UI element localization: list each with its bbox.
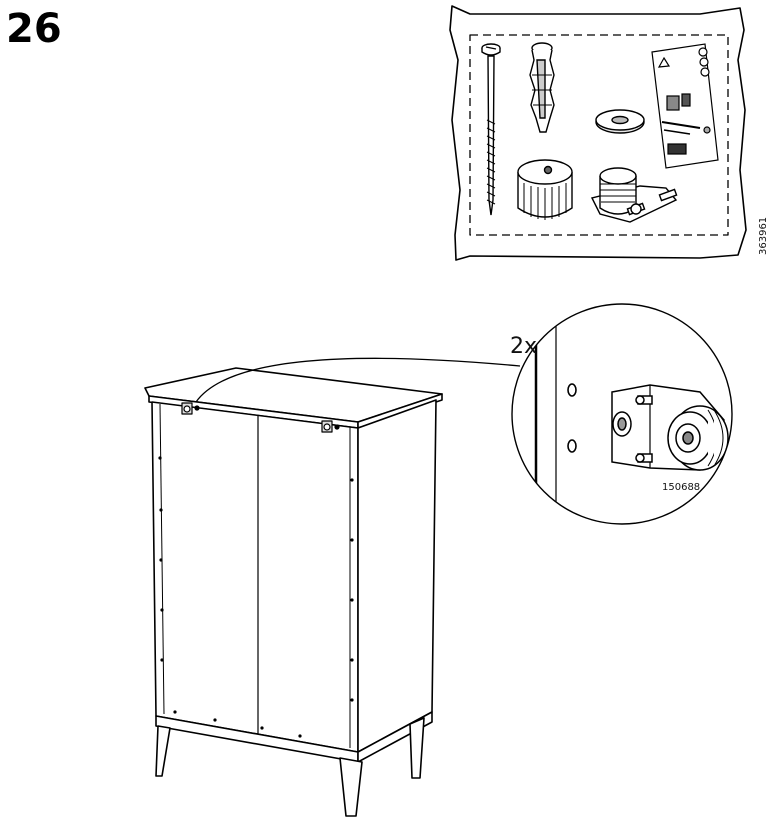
bag-article-number: 363961 <box>758 217 769 255</box>
spool <box>667 405 729 471</box>
anti-tip-bracket-icon <box>590 167 678 223</box>
foot-cap-icon <box>517 159 573 220</box>
wall-plug-icon <box>529 42 555 133</box>
mounted-bracket-right <box>321 420 340 433</box>
part-number-label: 150688 <box>662 482 700 493</box>
cabinet-back-view <box>144 367 443 817</box>
hardware-bag <box>449 5 747 261</box>
step-number: 26 <box>6 6 62 52</box>
detail-callout-arc <box>195 357 521 403</box>
instruction-leaflet-icon <box>651 43 719 169</box>
cabinet-back-panel <box>151 401 359 753</box>
screw-icon <box>481 43 501 216</box>
quantity-label: 2x <box>510 334 537 359</box>
bag-seal <box>469 34 729 236</box>
leg-back-right <box>409 717 425 779</box>
bag-outline <box>449 5 747 261</box>
detail-magnifier <box>511 303 733 525</box>
leg-front-left <box>155 725 171 777</box>
washer-icon <box>595 109 645 134</box>
mounted-bracket-left <box>181 402 200 415</box>
cabinet-side <box>357 399 437 753</box>
leg-front-right <box>339 757 363 817</box>
